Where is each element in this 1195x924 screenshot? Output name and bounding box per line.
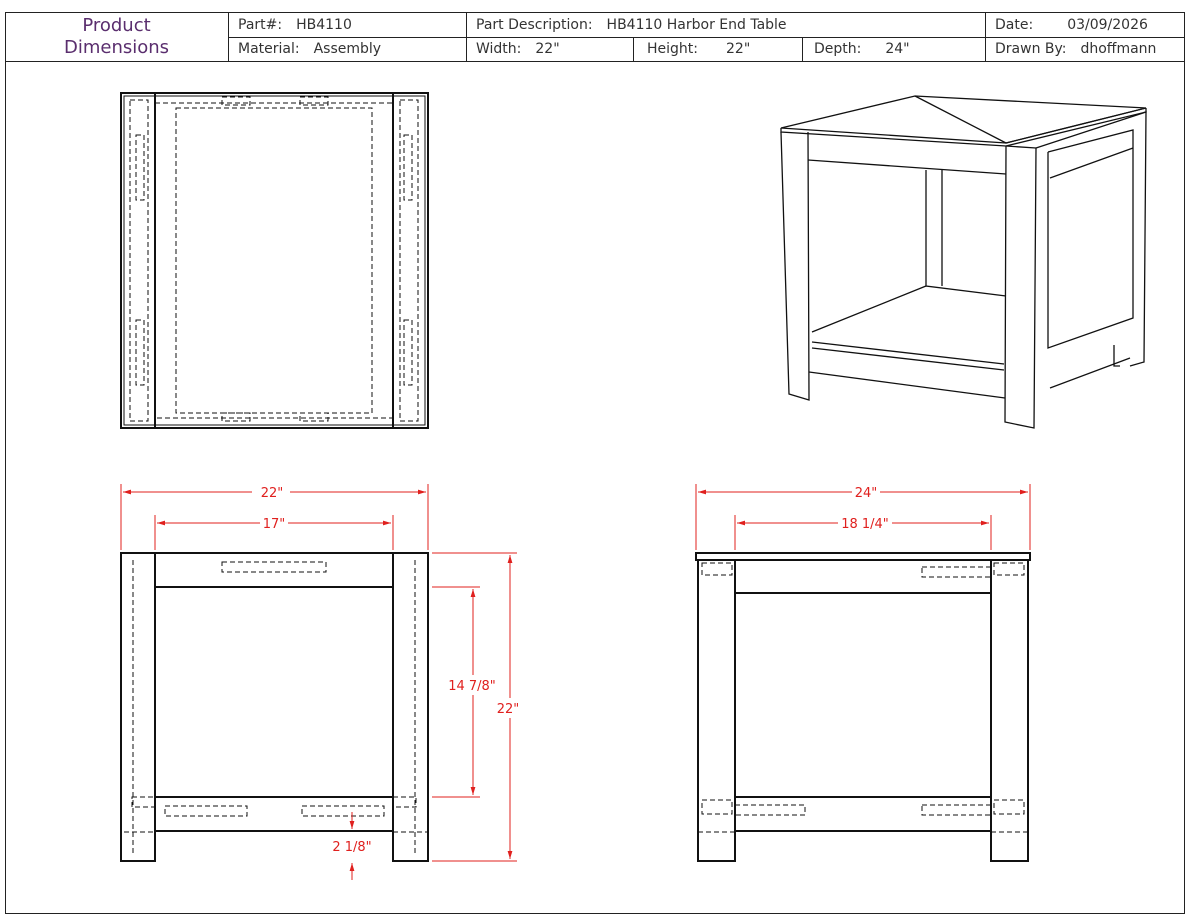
description-cell: Part Description: HB4110 Harbor End Tabl…: [466, 12, 986, 38]
date-cell: Date: 03/09/2026: [985, 12, 1185, 38]
material-label: Material:: [238, 41, 300, 57]
title-line-2: Dimensions: [63, 36, 170, 58]
date-label: Date:: [995, 16, 1034, 33]
part-label: Part#:: [238, 16, 283, 33]
material-value: Assembly: [313, 41, 382, 57]
height-label: Height:: [647, 41, 698, 57]
description-value: HB4110 Harbor End Table: [606, 16, 787, 33]
depth-label: Depth:: [814, 41, 862, 57]
width-value: 22": [535, 41, 560, 57]
part-cell: Part#: HB4110: [228, 12, 467, 38]
drawn-by-value: dhoffmann: [1080, 41, 1157, 57]
description-label: Part Description:: [476, 16, 593, 33]
side-overall-depth-label: 24": [855, 486, 878, 501]
depth-cell: Depth: 24": [802, 37, 986, 62]
front-overall-width-label: 22": [261, 486, 284, 501]
front-view: [120, 552, 429, 862]
dimensions: [120, 484, 1031, 880]
top-view: [120, 92, 429, 429]
front-inner-width-label: 17": [263, 517, 286, 532]
material-cell: Material: Assembly: [228, 37, 467, 62]
height-value: 22": [726, 41, 751, 57]
drawn-by-label: Drawn By:: [995, 41, 1067, 57]
title-line-1: Product: [82, 14, 151, 36]
drawn-by-cell: Drawn By: dhoffmann: [985, 37, 1185, 62]
width-label: Width:: [476, 41, 522, 57]
side-view: [695, 552, 1031, 862]
isometric-view: [780, 95, 1147, 429]
height-cell: Height: 22": [633, 37, 803, 62]
title-cell: Product Dimensions: [5, 12, 229, 62]
depth-value: 24": [885, 41, 910, 57]
front-opening-height-label: 14 7/8": [448, 679, 496, 694]
part-value: HB4110: [296, 16, 352, 33]
side-inner-depth-label: 18 1/4": [841, 517, 889, 532]
front-clearance-label: 2 1/8": [332, 840, 371, 855]
date-value: 03/09/2026: [1067, 16, 1148, 33]
drawing-frame: [5, 12, 1185, 914]
front-overall-height-label: 22": [497, 702, 520, 717]
width-cell: Width: 22": [466, 37, 634, 62]
